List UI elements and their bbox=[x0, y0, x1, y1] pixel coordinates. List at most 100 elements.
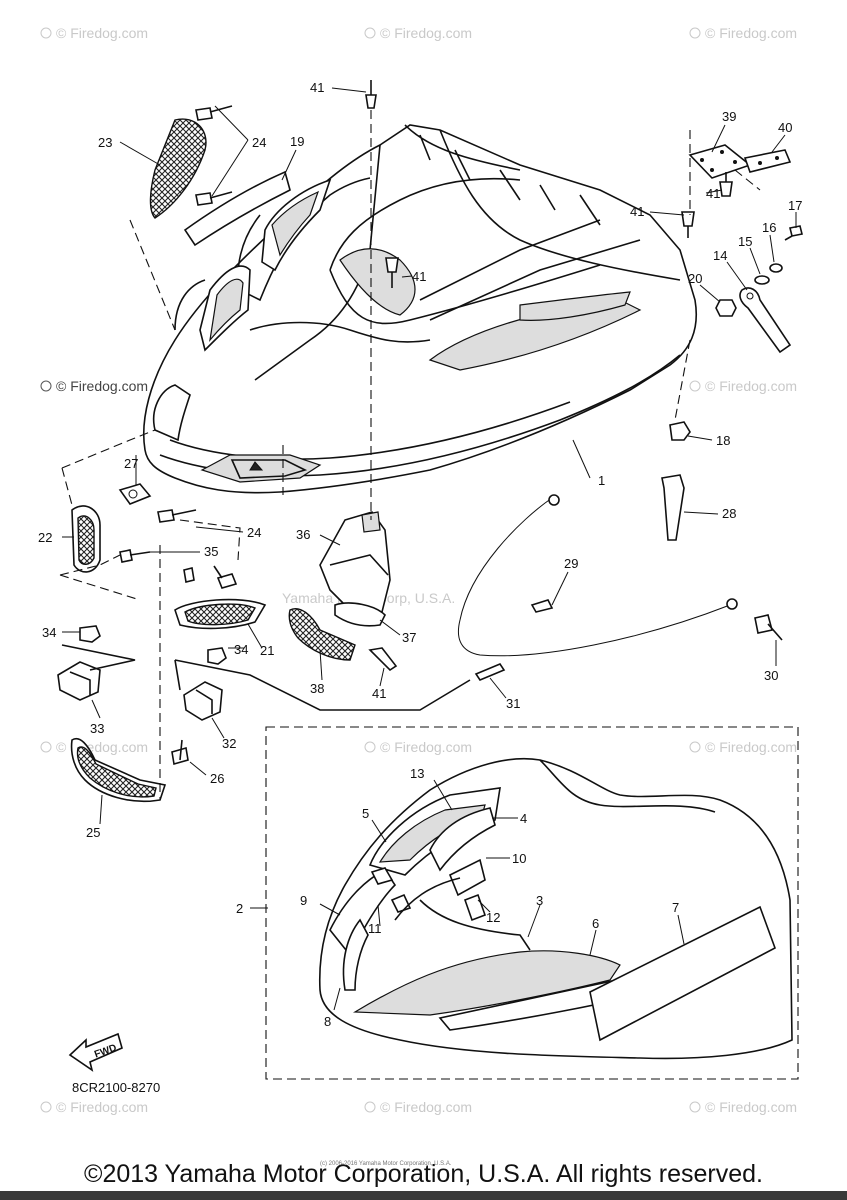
callout-5: 5 bbox=[362, 806, 369, 821]
cover-part-37 bbox=[334, 602, 386, 627]
callout-10: 10 bbox=[512, 851, 526, 866]
callout-41-right: 41 bbox=[706, 186, 720, 201]
rivet-part-41-right-b bbox=[681, 211, 695, 238]
nut-part-18 bbox=[669, 421, 691, 441]
copyright-notice: ©2013 Yamaha Motor Corporation, U.S.A. A… bbox=[84, 1160, 763, 1188]
callout-33: 33 bbox=[90, 721, 104, 736]
callout-13: 13 bbox=[410, 766, 424, 781]
grille-part-22 bbox=[71, 505, 101, 573]
rivet-part-41-top bbox=[365, 80, 377, 109]
stay-part-14 bbox=[739, 287, 792, 354]
watermark-5: © Firedog.com bbox=[689, 378, 797, 394]
pin-part-24-lower bbox=[157, 509, 238, 589]
svg-text:© Firedog.com: © Firedog.com bbox=[705, 1099, 797, 1115]
cable-part-29-31 bbox=[457, 494, 738, 681]
callout-12: 12 bbox=[486, 910, 500, 925]
firedog-label: © Firedog.com bbox=[40, 378, 148, 394]
pin-part-26 bbox=[171, 739, 189, 766]
callout-23: 23 bbox=[98, 135, 112, 150]
callout-7: 7 bbox=[672, 900, 679, 915]
watermark-3: © Firedog.com bbox=[689, 25, 797, 41]
nut-part-34-left bbox=[79, 625, 101, 643]
callout-34-left: 34 bbox=[42, 625, 56, 640]
callout-1: 1 bbox=[598, 473, 605, 488]
callout-28: 28 bbox=[722, 506, 736, 521]
nut-part-20 bbox=[715, 299, 737, 317]
callout-38: 38 bbox=[310, 681, 324, 696]
watermark-1: © Firedog.com bbox=[40, 25, 148, 41]
svg-text:© Firedog.com: © Firedog.com bbox=[380, 25, 472, 41]
callout-16: 16 bbox=[762, 220, 776, 235]
pin-part-30 bbox=[754, 614, 783, 641]
pin-part-24-upper bbox=[195, 105, 233, 206]
washer-part-15 bbox=[754, 275, 770, 285]
watermark-10: © Firedog.com bbox=[364, 1099, 472, 1115]
callout-37: 37 bbox=[402, 630, 416, 645]
callout-9: 9 bbox=[300, 893, 307, 908]
callout-19: 19 bbox=[290, 134, 304, 149]
watermark-11: © Firedog.com bbox=[689, 1099, 797, 1115]
grille-part-38 bbox=[288, 608, 356, 661]
callout-34-mid: 34 bbox=[234, 642, 248, 657]
callout-41-mid: 41 bbox=[412, 269, 426, 284]
svg-text:© Firedog.com: © Firedog.com bbox=[380, 739, 472, 755]
svg-text:© Firedog.com: © Firedog.com bbox=[380, 1099, 472, 1115]
callout-36: 36 bbox=[296, 527, 310, 542]
fwd-arrow-icon: FWD bbox=[68, 1032, 123, 1072]
callout-29: 29 bbox=[564, 556, 578, 571]
bracket-part-33 bbox=[57, 661, 101, 701]
rivet-part-41-lower bbox=[368, 647, 398, 672]
callouts: 1 2 3 4 5 6 7 8 9 10 11 12 13 14 15 16 1… bbox=[38, 80, 802, 1029]
plate-part-39 bbox=[688, 144, 752, 179]
svg-text:© Firedog.com: © Firedog.com bbox=[705, 25, 797, 41]
band-part-28 bbox=[661, 474, 685, 541]
callout-41-top: 41 bbox=[310, 80, 324, 95]
callout-8: 8 bbox=[324, 1014, 331, 1029]
svg-text:© Firedog.com: © Firedog.com bbox=[56, 378, 148, 394]
grille-part-21 bbox=[174, 598, 267, 630]
callout-21: 21 bbox=[260, 643, 274, 658]
callout-39: 39 bbox=[722, 109, 736, 124]
bolt-part-17 bbox=[784, 225, 803, 241]
svg-text:© Firedog.com: © Firedog.com bbox=[56, 739, 148, 755]
screw-part-35 bbox=[119, 549, 195, 583]
watermark-9: © Firedog.com bbox=[40, 1099, 148, 1115]
mesh-grille-part-23 bbox=[149, 118, 207, 219]
callout-17: 17 bbox=[788, 198, 802, 213]
watermark-2: © Firedog.com bbox=[364, 25, 472, 41]
leader-lines bbox=[62, 87, 797, 1011]
callout-22: 22 bbox=[38, 530, 52, 545]
callout-24-lower: 24 bbox=[247, 525, 261, 540]
callout-6: 6 bbox=[592, 916, 599, 931]
callout-4: 4 bbox=[520, 811, 527, 826]
rivet-part-41-mid bbox=[385, 257, 399, 288]
callout-40: 40 bbox=[778, 120, 792, 135]
hood-part-1 bbox=[142, 124, 697, 494]
callout-41-lower: 41 bbox=[372, 686, 386, 701]
callout-15: 15 bbox=[738, 234, 752, 249]
callout-20: 20 bbox=[688, 271, 702, 286]
watermark-7: © Firedog.com bbox=[364, 739, 472, 755]
callout-24-upper: 24 bbox=[252, 135, 266, 150]
decal-part-19 bbox=[183, 170, 291, 247]
tiny-copyright: (c) 2006-2016 Yamaha Motor Corporation, … bbox=[320, 1161, 452, 1167]
svg-text:© Firedog.com: © Firedog.com bbox=[56, 25, 148, 41]
diagram-code: 8CR2100-8270 bbox=[72, 1080, 160, 1095]
svg-text:© Firedog.com: © Firedog.com bbox=[56, 1099, 148, 1115]
nut-part-16 bbox=[769, 263, 783, 273]
assembly-lines bbox=[59, 110, 761, 800]
callout-41-left: 41 bbox=[630, 204, 644, 219]
bottom-strip bbox=[0, 1191, 847, 1200]
bracket-part-32 bbox=[183, 681, 223, 721]
callout-30: 30 bbox=[764, 668, 778, 683]
callout-27: 27 bbox=[124, 456, 138, 471]
callout-35: 35 bbox=[204, 544, 218, 559]
callout-25: 25 bbox=[86, 825, 100, 840]
nut-part-34-mid bbox=[207, 647, 227, 665]
svg-text:© Firedog.com: © Firedog.com bbox=[705, 739, 797, 755]
callout-3: 3 bbox=[536, 893, 543, 908]
callout-14: 14 bbox=[713, 248, 727, 263]
watermark-8: © Firedog.com bbox=[689, 739, 797, 755]
rivet-part-41-right-a bbox=[719, 172, 733, 197]
